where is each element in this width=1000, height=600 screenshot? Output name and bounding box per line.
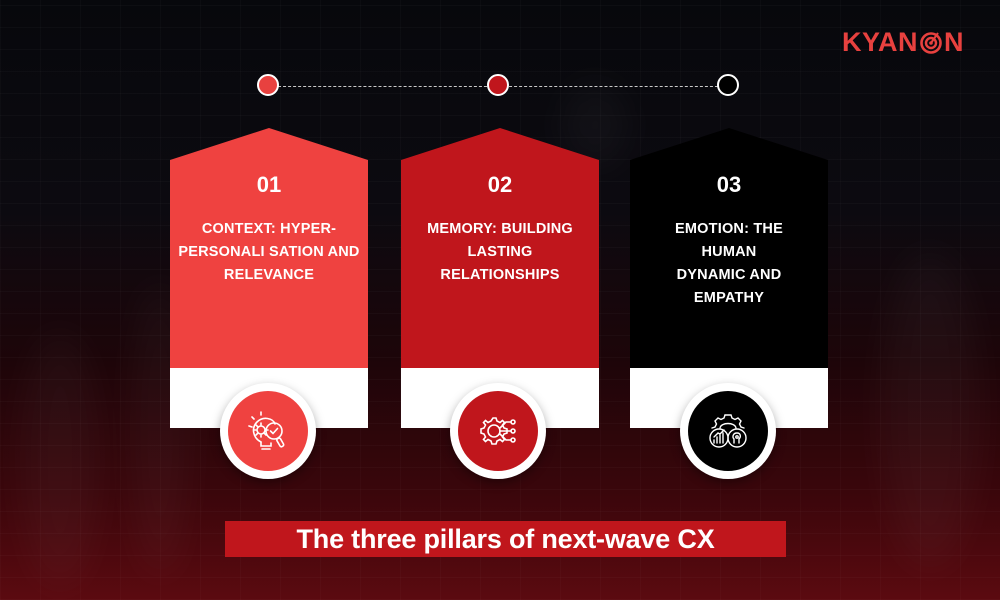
pillar-icon-badge-3 [680, 383, 776, 479]
gear-chart-mind-icon [709, 414, 747, 448]
timeline-dot-1 [257, 74, 279, 96]
pillar-title: CONTEXT: HYPER-PERSONALI SATION AND RELE… [178, 221, 360, 283]
logo-text-left: KYAN [842, 26, 919, 57]
background-smoke [20, 330, 100, 590]
kyanon-logo: KYAN N [842, 27, 964, 57]
pillar-title: MEMORY: BUILDING LASTING RELATIONSHIPS [427, 221, 573, 283]
pillar-number: 03 [716, 172, 742, 197]
pillar-number: 01 [256, 172, 282, 197]
logo-text-right: N [944, 26, 965, 57]
pillar-icon-badge-1 [220, 383, 316, 479]
pillar-title: EMOTION: THE HUMAN DYNAMIC AND EMPATHY [675, 221, 783, 306]
target-icon [919, 30, 943, 54]
footer-banner-title: The three pillars of next-wave CX [225, 521, 786, 557]
gear-circuit-icon [480, 417, 516, 445]
lightbulb-gear-magnifier-icon [248, 411, 285, 450]
timeline-dot-3 [717, 74, 739, 96]
timeline-dot-2 [487, 74, 509, 96]
pillar-icon-badge-2 [450, 383, 546, 479]
background-smoke [880, 250, 980, 570]
pillar-card-3: 03 EMOTION: THE HUMAN DYNAMIC AND EMPATH… [630, 128, 828, 428]
pillar-card-1: 01 CONTEXT: HYPER-PERSONALI SATION AND R… [170, 128, 368, 428]
pillar-number: 02 [487, 172, 513, 197]
card-shape [170, 128, 368, 428]
